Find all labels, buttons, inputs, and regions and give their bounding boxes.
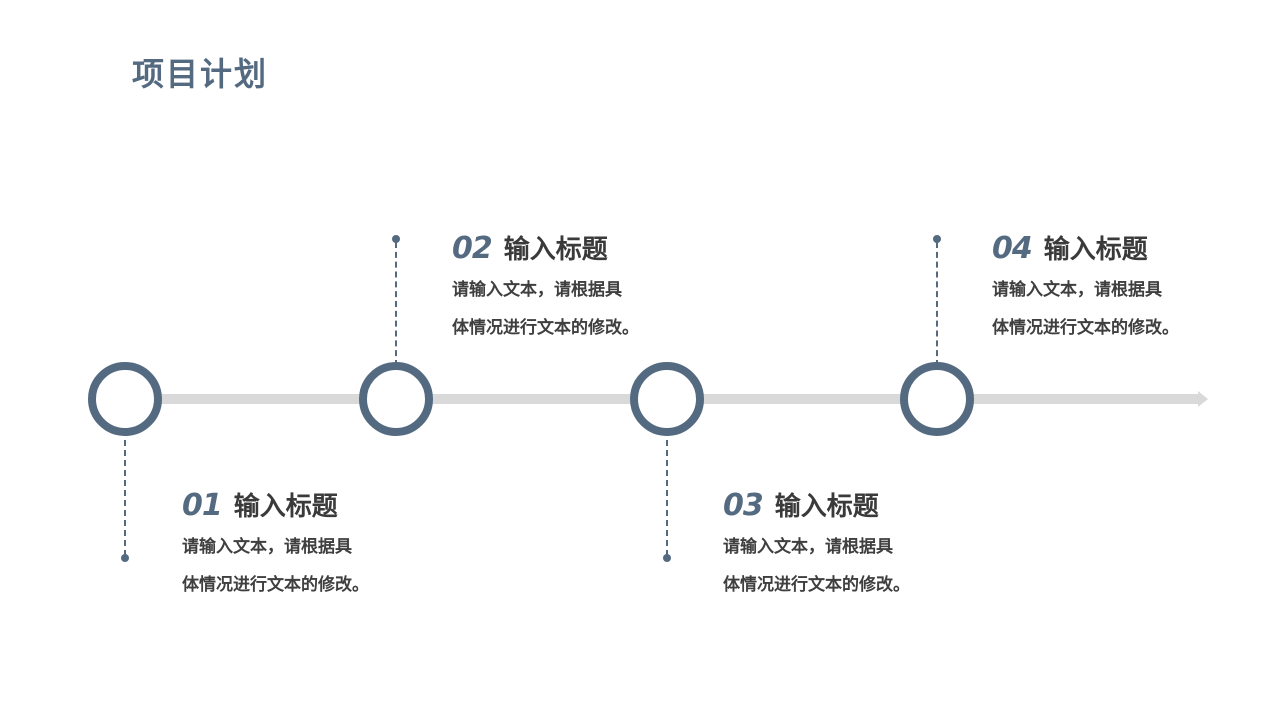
step-number: 01 bbox=[182, 488, 223, 523]
step-title: 输入标题 bbox=[233, 492, 338, 522]
step-number: 03 bbox=[723, 488, 764, 523]
step-description: 请输入文本，请根据具 体情况进行文本的修改。 bbox=[723, 528, 983, 604]
timeline-node-01 bbox=[88, 362, 162, 436]
step-number: 02 bbox=[452, 231, 493, 266]
timeline-node-02 bbox=[359, 362, 433, 436]
step-description: 请输入文本，请根据具 体情况进行文本的修改。 bbox=[182, 528, 442, 604]
step-desc-line: 体情况进行文本的修改。 bbox=[452, 318, 639, 338]
step-desc-line: 体情况进行文本的修改。 bbox=[723, 575, 910, 595]
timeline-node-03 bbox=[630, 362, 704, 436]
connector-dot-02 bbox=[392, 235, 400, 243]
timeline-arrow-icon bbox=[1198, 391, 1208, 407]
step-heading: 02 输入标题 bbox=[452, 231, 752, 267]
step-desc-line: 体情况进行文本的修改。 bbox=[182, 575, 369, 595]
step-number: 04 bbox=[992, 231, 1033, 266]
connector-dot-01 bbox=[121, 554, 129, 562]
connector-line-04 bbox=[936, 242, 938, 366]
step-heading: 01 输入标题 bbox=[182, 488, 482, 524]
timeline-node-04 bbox=[900, 362, 974, 436]
step-title: 输入标题 bbox=[774, 492, 879, 522]
step-01: 01 输入标题 请输入文本，请根据具 体情况进行文本的修改。 bbox=[182, 488, 482, 604]
step-desc-line: 体情况进行文本的修改。 bbox=[992, 318, 1179, 338]
connector-dot-04 bbox=[933, 235, 941, 243]
page-title: 项目计划 bbox=[132, 55, 269, 93]
step-description: 请输入文本，请根据具 体情况进行文本的修改。 bbox=[452, 271, 712, 347]
step-03: 03 输入标题 请输入文本，请根据具 体情况进行文本的修改。 bbox=[723, 488, 1023, 604]
step-02: 02 输入标题 请输入文本，请根据具 体情况进行文本的修改。 bbox=[452, 231, 752, 347]
step-title: 输入标题 bbox=[1043, 235, 1148, 265]
connector-line-02 bbox=[395, 242, 397, 366]
step-description: 请输入文本，请根据具 体情况进行文本的修改。 bbox=[992, 271, 1252, 347]
step-desc-line: 请输入文本，请根据具 bbox=[723, 537, 893, 557]
step-04: 04 输入标题 请输入文本，请根据具 体情况进行文本的修改。 bbox=[992, 231, 1280, 347]
connector-line-03 bbox=[666, 430, 668, 556]
step-heading: 04 输入标题 bbox=[992, 231, 1280, 267]
connector-line-01 bbox=[124, 430, 126, 556]
step-desc-line: 请输入文本，请根据具 bbox=[452, 280, 622, 300]
step-heading: 03 输入标题 bbox=[723, 488, 1023, 524]
step-title: 输入标题 bbox=[503, 235, 608, 265]
step-desc-line: 请输入文本，请根据具 bbox=[992, 280, 1162, 300]
connector-dot-03 bbox=[663, 554, 671, 562]
step-desc-line: 请输入文本，请根据具 bbox=[182, 537, 352, 557]
